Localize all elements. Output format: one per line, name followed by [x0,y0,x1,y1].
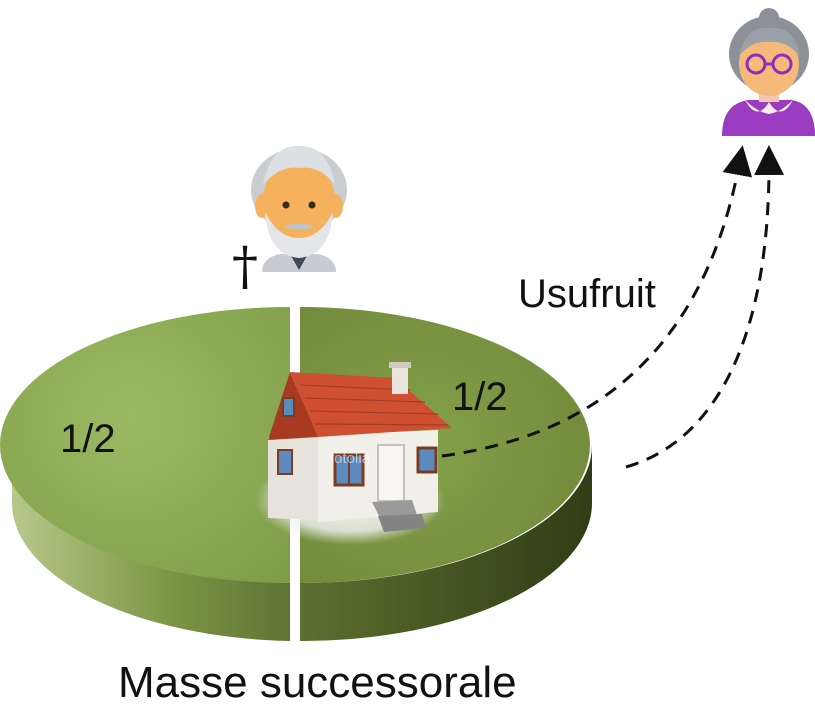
usufruct-label: Usufruit [518,272,656,316]
pie-rim-left [11,445,291,641]
house-icon: fotolia [255,362,452,545]
watermark-text: fotolia [330,450,371,467]
grandfather-icon [251,145,347,272]
right-share-label: 1/2 [452,375,508,419]
usufruct-arrow-house [441,145,753,458]
left-share-label: 1/2 [60,417,116,461]
pie-rim-right [300,445,592,642]
pie-half-left [0,307,290,583]
usufruct-arrow-pie [625,145,785,469]
cross-icon: † [232,237,258,297]
grandmother-icon [722,8,815,136]
estate-caption: Masse successorale [118,658,517,704]
